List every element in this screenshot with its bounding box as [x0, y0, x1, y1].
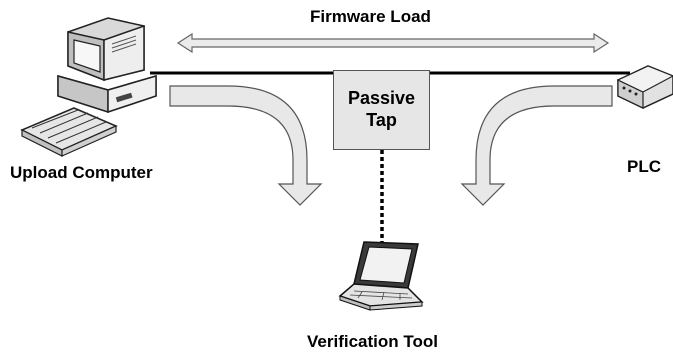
passive-tap-label-line1: Passive [347, 88, 416, 109]
right-flow-arrow [460, 85, 613, 206]
plc-device-icon [616, 65, 673, 109]
plc-label: PLC [627, 157, 661, 176]
passive-tap-box: Passive Tap [333, 70, 430, 150]
verification-tool-label: Verification Tool [307, 332, 438, 351]
desktop-computer-icon [20, 17, 157, 157]
left-flow-arrow [169, 85, 323, 206]
passive-tap-label-line2: Tap [366, 110, 397, 130]
laptop-icon [338, 241, 424, 311]
upload-computer-label: Upload Computer [10, 163, 153, 182]
firmware-load-label: Firmware Load [310, 7, 431, 26]
firmware-load-arrow [176, 32, 610, 54]
